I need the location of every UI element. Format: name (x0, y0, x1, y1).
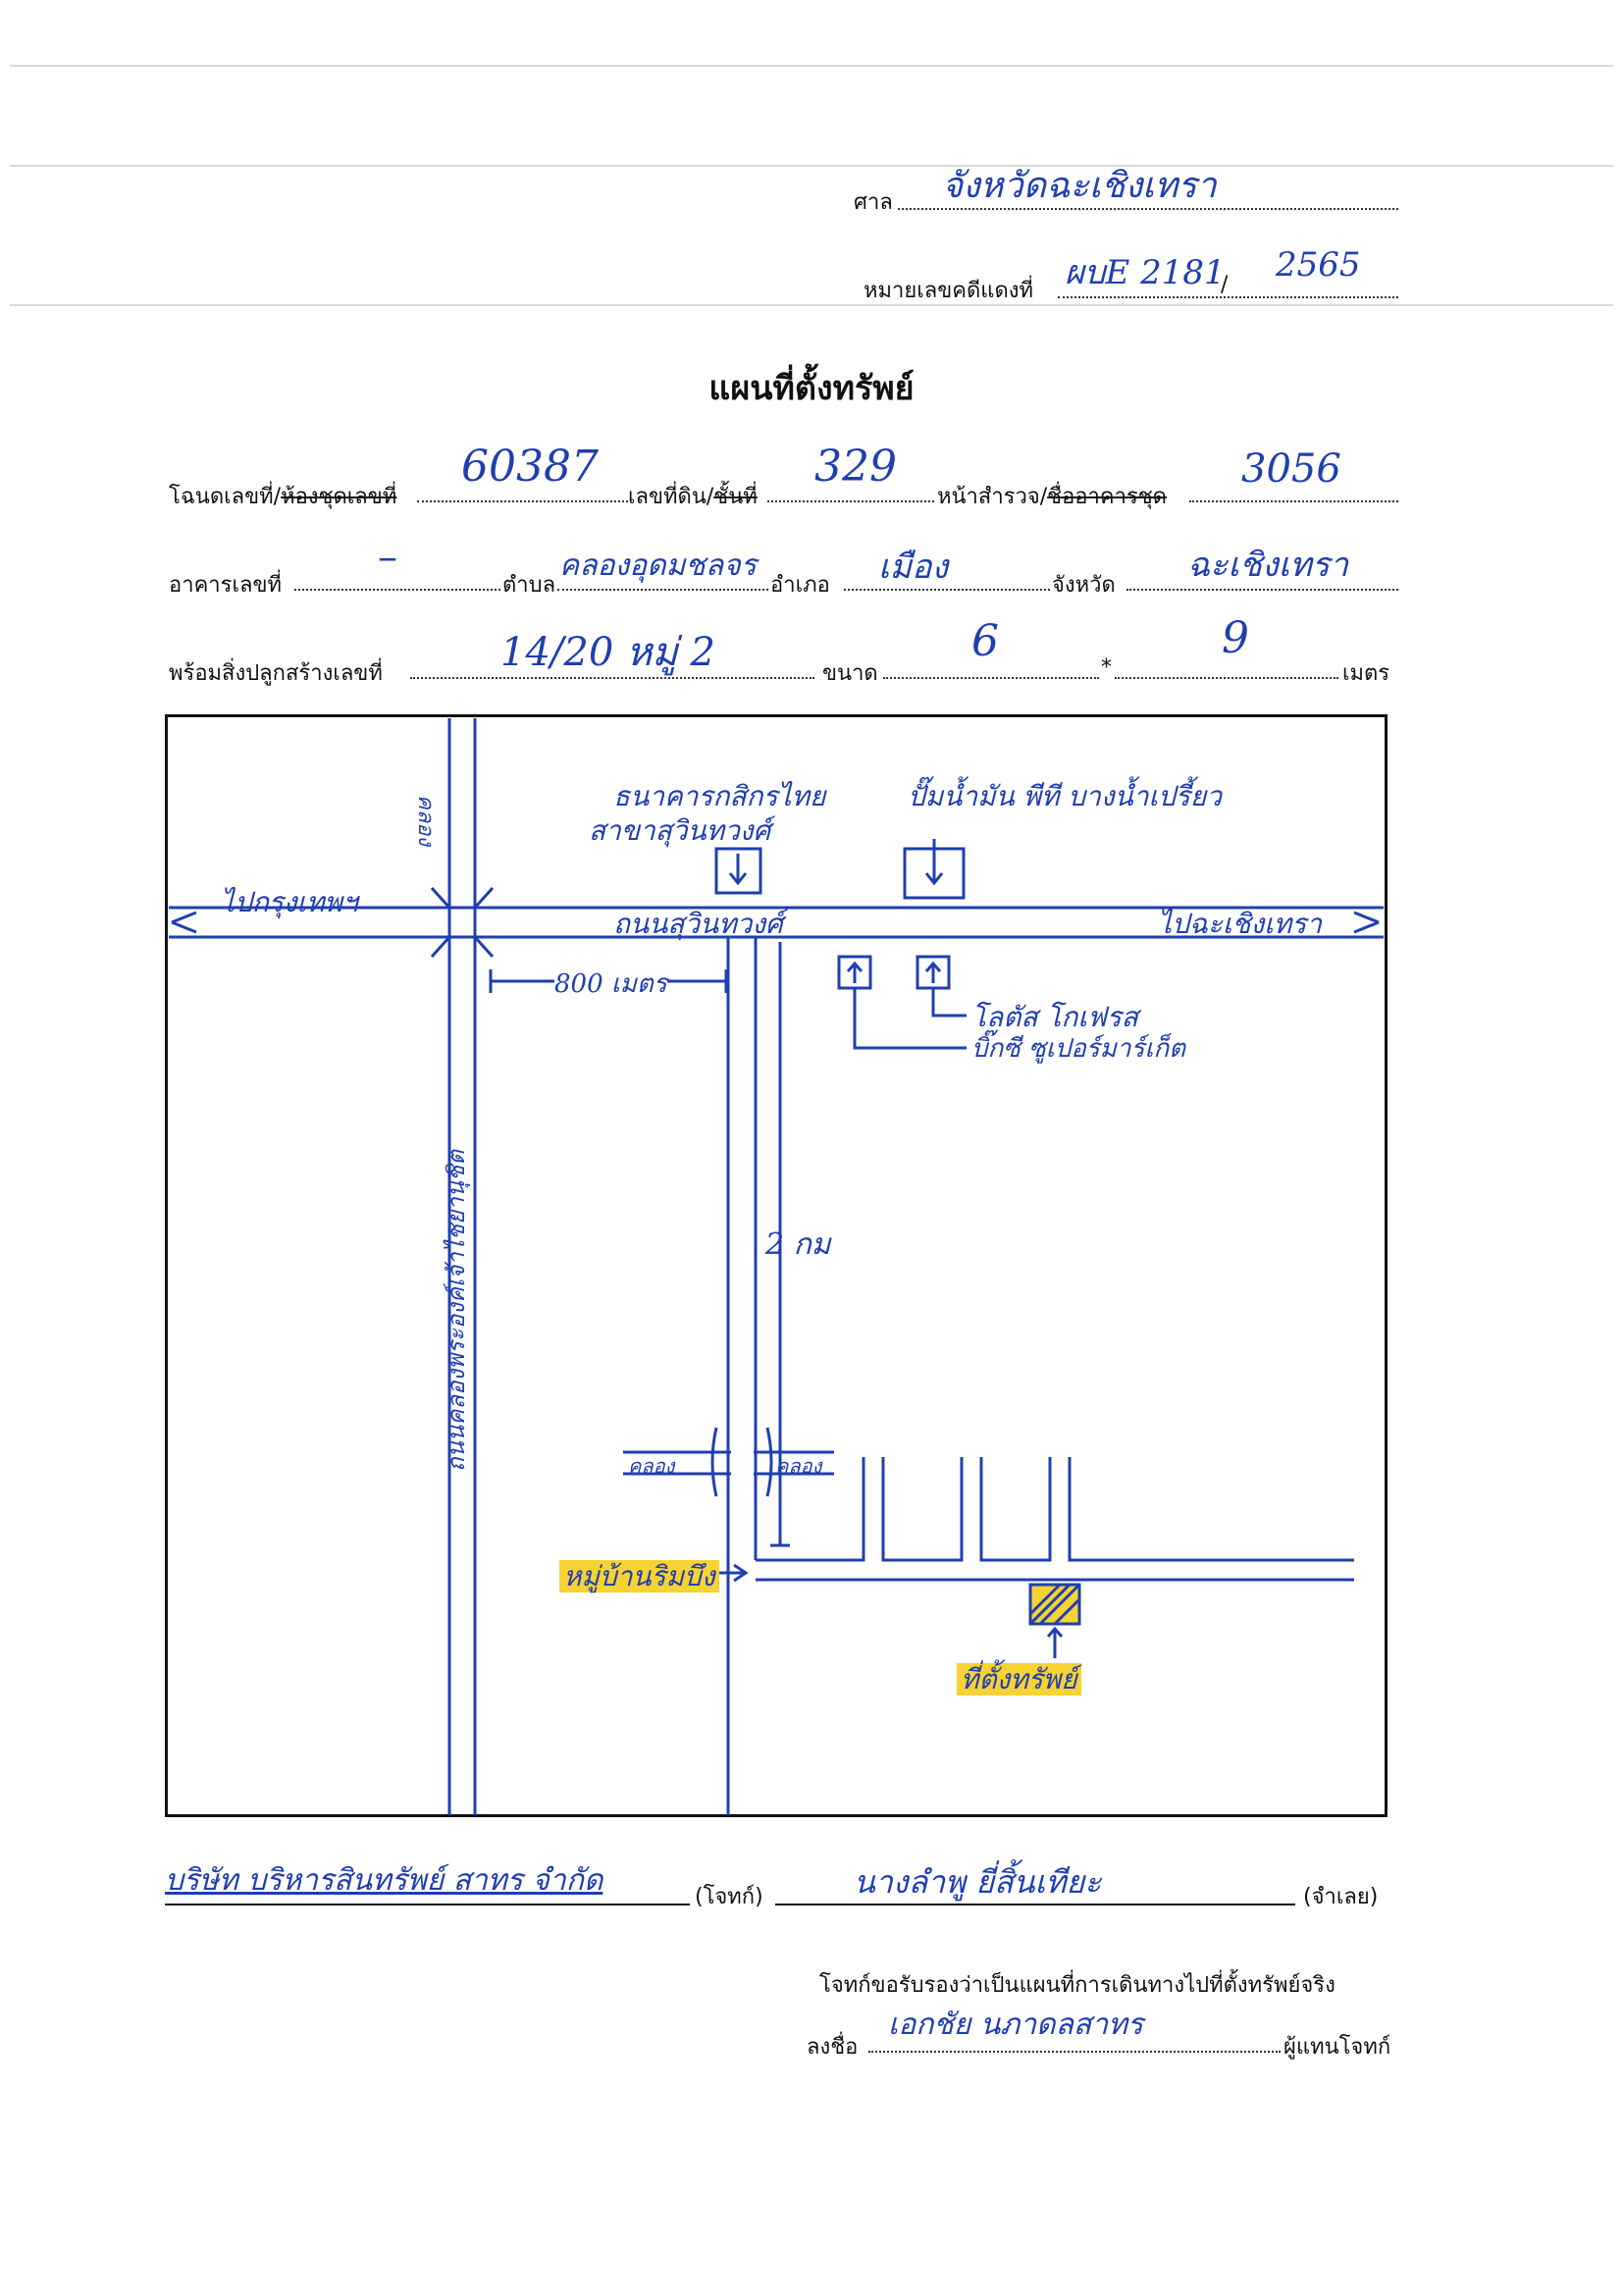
plaintiff-name: บริษัท บริหารสินทรัพย์ สาทร จำกัด (165, 1863, 603, 1898)
size-h: 9 (1222, 613, 1249, 663)
village-label: หมู่บ้านริมบึง (559, 1555, 719, 1598)
canal-a-label: คลอง (628, 1454, 675, 1478)
building-dots (294, 589, 500, 591)
case-number: ผบE 2181 (1065, 253, 1226, 292)
case-dots (1058, 296, 1398, 298)
bank-label: ธนาคารกสิกรไทย (613, 780, 826, 812)
defendant-name: นางลำพู ยี่สิ้นเทียะ (854, 1863, 1102, 1901)
survey-line: หน้าสำรวจ/ชื่ออาคารชุด (937, 479, 1167, 513)
deed-dots (417, 500, 628, 502)
sign-dots (868, 2051, 1281, 2053)
village-label-text: หมู่บ้านริมบึง (559, 1560, 719, 1592)
scan-line-mid2 (10, 304, 1613, 306)
survey-label: หน้าสำรวจ/ (937, 485, 1048, 509)
court-value: จังหวัดฉะเชิงเทรา (942, 166, 1217, 206)
case-slash: / (1221, 273, 1229, 297)
deed-value: 60387 (461, 442, 599, 492)
survey-label-struck: ชื่ออาคารชุด (1047, 485, 1167, 509)
canal-b-label: คลอง (775, 1454, 822, 1478)
land-no-line: เลขที่ดิน/ชั้นที่ (628, 479, 758, 513)
province-value: ฉะเชิงเทรา (1187, 546, 1349, 585)
distance-label: 800 เมตร (554, 964, 667, 1004)
district-value: เมือง (878, 548, 949, 587)
bigc-label: บิ๊กซี ซูเปอร์มาร์เก็ต (971, 1034, 1185, 1064)
district-label: อำเภอ (770, 573, 830, 598)
km-label: 2 กม (765, 1227, 831, 1262)
land-no-value: 329 (814, 442, 897, 492)
property-label-text: ที่ตั้งทรัพย์ (957, 1663, 1081, 1696)
court-label: ศาล (854, 190, 893, 215)
size-w-dots (883, 677, 1099, 679)
scan-line-mid1 (10, 165, 1613, 167)
plaintiff-line (165, 1904, 690, 1905)
size-label: ขนาด (822, 661, 878, 686)
subdistrict-label: ตำบล (502, 573, 556, 598)
bank-branch-label: สาขาสุวินทวงศ์ (589, 814, 771, 847)
unit-label: เมตร (1342, 661, 1390, 686)
plaintiff-label: (โจทก์) (695, 1885, 763, 1909)
property-label: ที่ตั้งทรัพย์ (957, 1658, 1081, 1701)
role-label: ผู้แทนโจทก์ (1283, 2035, 1391, 2060)
structure-dots (410, 677, 814, 679)
road-label: ถนนสุวินทวงศ์ (613, 908, 783, 940)
to-chachoengsao-label: ไปฉะเชิงเทรา (1158, 908, 1323, 940)
sign-label: ลงชื่อ (807, 2035, 859, 2060)
canal-road-label: ถนนคลองพระองค์เจ้าไชยานุชิต (443, 1150, 470, 1472)
case-year: 2565 (1276, 245, 1361, 285)
page-title: แผนที่ตั้งทรัพย์ (708, 369, 915, 408)
gas-label: ปั๊มน้ำมัน พีที บางน้ำเปรี้ยว (908, 780, 1222, 812)
size-sep: * (1101, 655, 1112, 680)
lotus-label: โลตัส โกเฟรส (971, 1001, 1138, 1033)
canal-top-label: คลอง (413, 795, 438, 847)
land-no-label-struck: ชั้นที่ (713, 485, 758, 509)
subdistrict-dots (557, 589, 768, 591)
subdistrict-value: คลองอุดมชลจร (559, 548, 757, 583)
scan-line-top (10, 65, 1613, 67)
certification-statement: โจทก์ขอรับรองว่าเป็นแผนที่การเดินทางไปที… (819, 1973, 1335, 1998)
building-value: – (378, 535, 397, 580)
survey-value: 3056 (1241, 446, 1341, 492)
deed-label: โฉนดเลขที่/ (169, 485, 282, 509)
structure-value: 14/20 หมู่ 2 (500, 630, 715, 675)
signer-name: เอกชัย นภาดลสาทร (888, 2008, 1143, 2042)
to-bangkok-label: ไปกรุงเทพฯ (221, 886, 358, 918)
province-dots (1126, 589, 1398, 591)
court-dots (898, 208, 1398, 210)
size-w: 6 (971, 616, 999, 666)
building-label: อาคารเลขที่ (169, 573, 282, 598)
size-h-dots (1115, 677, 1338, 679)
structure-label: พร้อมสิ่งปลูกสร้างเลขที่ (169, 661, 383, 686)
district-dots (844, 589, 1050, 591)
deed-line: โฉนดเลขที่/ห้องชุดเลขที่ (169, 479, 396, 513)
defendant-label: (จำเลย) (1303, 1885, 1379, 1909)
case-label: หมายเลขคดีแดงที่ (864, 279, 1034, 303)
survey-dots (1189, 500, 1398, 502)
province-label: จังหวัด (1052, 573, 1116, 598)
land-no-dots (767, 500, 934, 502)
defendant-line (775, 1904, 1295, 1905)
deed-label-struck: ห้องชุดเลขที่ (281, 485, 397, 509)
land-no-label: เลขที่ดิน/ (628, 485, 714, 509)
map-frame (165, 714, 1387, 1817)
